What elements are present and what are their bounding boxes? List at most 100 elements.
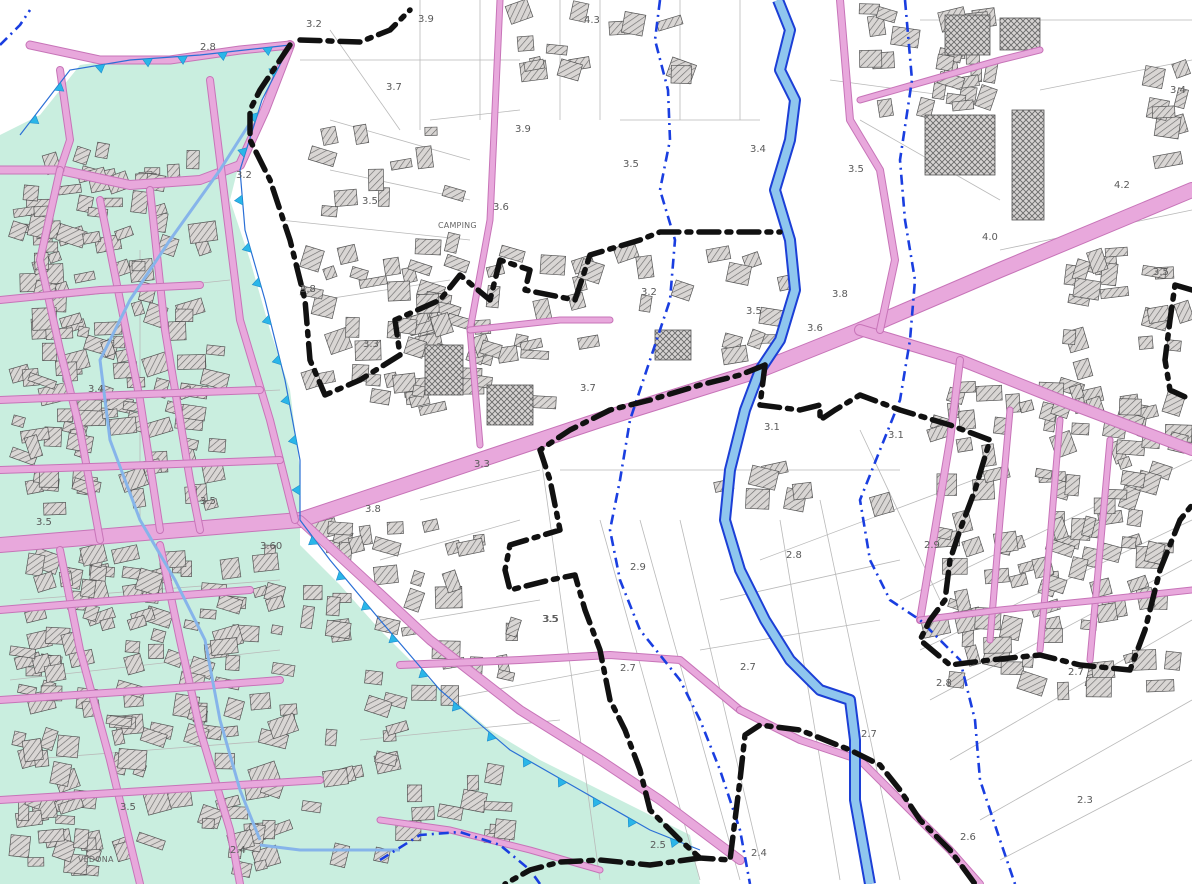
building: [59, 312, 83, 329]
building: [23, 434, 44, 460]
building: [111, 728, 126, 746]
building: [387, 280, 411, 302]
building: [320, 125, 339, 146]
elevation-label: 3.9: [418, 14, 434, 25]
building: [957, 409, 977, 431]
building: [114, 225, 134, 241]
triangle-marker: [388, 633, 399, 644]
building: [1064, 474, 1081, 497]
elevation-label: 2.8: [200, 42, 216, 53]
building: [202, 498, 219, 511]
building: [187, 220, 219, 244]
parcel-line: [279, 219, 471, 241]
building: [1164, 650, 1182, 671]
building: [1072, 277, 1102, 301]
building: [791, 481, 814, 501]
building: [1090, 660, 1116, 680]
building: [320, 204, 338, 218]
triangle-marker: [522, 756, 533, 768]
building: [1049, 430, 1078, 459]
road: [1087, 437, 1113, 663]
building: [1118, 398, 1142, 416]
building: [483, 800, 513, 812]
building: [876, 98, 894, 118]
building: [1173, 299, 1192, 324]
building: [324, 619, 352, 640]
building: [407, 784, 423, 803]
building: [51, 836, 77, 863]
building: [364, 694, 393, 718]
building: [532, 395, 557, 410]
building: [371, 536, 402, 557]
river-channel: [719, 0, 876, 886]
building: [1062, 329, 1077, 345]
building: [414, 238, 442, 256]
canal-lines: [98, 114, 400, 852]
building: [875, 6, 898, 24]
building: [264, 595, 286, 612]
parcel-line: [779, 519, 841, 881]
elevation-label: 2.9: [630, 562, 646, 573]
triangle-marker: [287, 434, 298, 446]
building: [94, 141, 110, 160]
parcel-line: [329, 119, 471, 161]
building: [498, 244, 526, 263]
building: [418, 400, 448, 416]
building: [8, 220, 29, 242]
building: [403, 336, 428, 359]
elevation-label: 3.5: [1153, 267, 1169, 278]
building: [9, 645, 37, 659]
elevation-label: 2.7: [620, 663, 636, 674]
building: [1018, 399, 1035, 414]
building: [386, 521, 404, 535]
triangle-marker: [486, 731, 497, 742]
elevation-label: 4.2: [1114, 180, 1130, 191]
parcel-line: [999, 759, 1192, 861]
elevation-label: 2.8: [786, 550, 802, 561]
elevation-label: 2.7: [740, 662, 756, 673]
building: [77, 398, 103, 412]
road: [0, 387, 263, 403]
building: [635, 254, 655, 280]
building: [705, 245, 732, 264]
building: [1071, 422, 1090, 436]
triangle-marker: [28, 114, 40, 125]
building: [961, 536, 985, 558]
building: [27, 372, 57, 390]
building: [385, 720, 410, 736]
building: [1143, 540, 1166, 565]
elevation-label: 3.5: [36, 517, 52, 528]
building: [150, 628, 167, 644]
parcel-line: [379, 519, 521, 561]
elevation-label: 3.9: [515, 124, 531, 135]
building: [73, 270, 96, 284]
elevation-label: 3.6: [493, 202, 509, 213]
place-label: VEDONA: [78, 855, 114, 864]
road: [296, 516, 744, 864]
road: [987, 407, 1013, 643]
building: [670, 279, 695, 302]
building: [8, 834, 32, 859]
building: [1085, 676, 1112, 698]
elevation-label: 3.8: [300, 284, 316, 295]
building: [168, 320, 187, 341]
building: [1099, 285, 1130, 300]
building: [411, 806, 435, 822]
parcel-line: [329, 29, 401, 131]
building: [126, 614, 148, 631]
road: [1037, 417, 1063, 653]
building: [47, 250, 62, 264]
building: [253, 859, 268, 872]
elevation-label: 2.9: [924, 540, 940, 551]
building: [336, 243, 359, 265]
building: [49, 761, 73, 787]
building: [43, 662, 67, 683]
building: [1068, 556, 1089, 581]
triangle-marker: [237, 147, 248, 158]
building: [866, 14, 887, 38]
building: [1081, 515, 1097, 538]
triangle-marker: [308, 535, 319, 546]
building: [102, 197, 123, 208]
building: [1145, 679, 1175, 693]
